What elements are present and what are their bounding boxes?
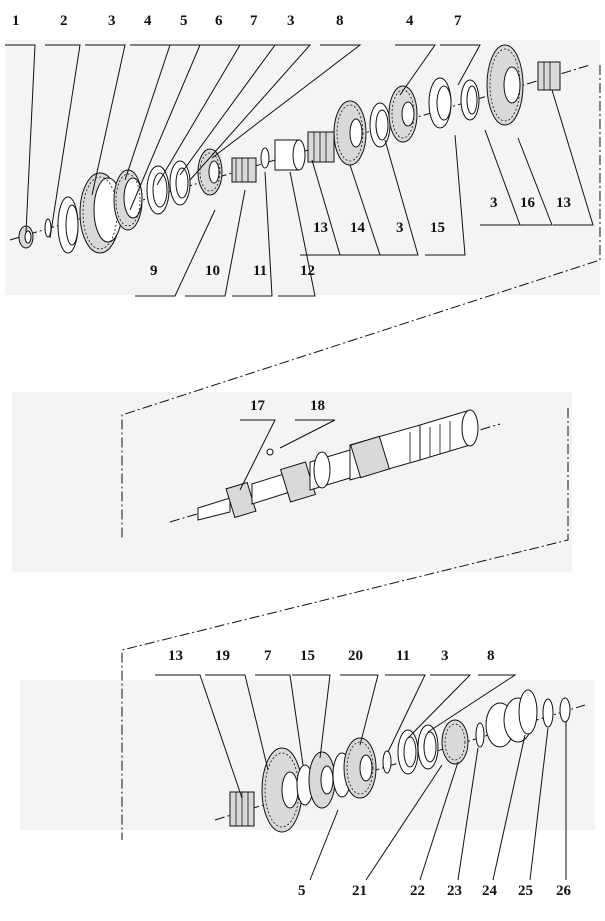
callout-label: 17 [250, 398, 266, 414]
synchro-sleeve [146, 165, 170, 215]
needle-bearing [231, 157, 257, 183]
synchronizer-hub-cluster [113, 169, 143, 231]
synchro-ring-2 [169, 160, 191, 206]
helical-gear-20 [343, 737, 377, 799]
callout-label: 13 [168, 648, 183, 664]
callout-label: 7 [454, 13, 462, 29]
synchro-hub-bottom [308, 751, 336, 809]
circlip [542, 698, 554, 728]
callout-label: 1 [12, 13, 20, 29]
callout-label: 7 [264, 648, 272, 664]
callout-label: 21 [352, 883, 367, 899]
callout-label: 19 [215, 648, 230, 664]
synchro-ring-bottom-3 [417, 724, 439, 770]
snap-ring-bottom [382, 750, 392, 774]
callout-label: 6 [215, 13, 223, 29]
top-upper-callouts: 1 2 3 4 5 6 7 3 8 4 7 [12, 13, 462, 29]
callout-label: 5 [180, 13, 188, 29]
synchro-ring-4 [460, 79, 480, 121]
middle-callouts: 17 18 [250, 398, 325, 414]
callout-label: 3 [108, 13, 116, 29]
spacer-sleeve [274, 139, 306, 171]
synchro-ring-bottom-2 [397, 729, 419, 775]
callout-label: 14 [350, 220, 366, 236]
needle-bearing-3 [537, 61, 561, 91]
top-shaft-assembly [18, 44, 561, 254]
ball-detent [266, 448, 274, 456]
bottom-upper-leaders [155, 674, 517, 799]
callout-label: 7 [250, 13, 258, 29]
callout-label: 4 [406, 13, 414, 29]
callout-label: 12 [300, 263, 315, 279]
helical-gear-small [197, 148, 223, 196]
synchro-hub-2 [388, 85, 418, 143]
callout-label: 18 [310, 398, 325, 414]
callout-label: 3 [441, 648, 449, 664]
callout-label: 15 [430, 220, 445, 236]
callout-label: 5 [298, 883, 306, 899]
callout-label: 20 [348, 648, 363, 664]
callout-label: 3 [490, 195, 498, 211]
main-shaft [197, 409, 479, 521]
callout-label: 9 [150, 263, 158, 279]
top-lower-callouts: 9 10 11 12 13 14 3 15 3 16 13 [150, 195, 571, 279]
helical-gear-14 [333, 100, 367, 166]
callout-label: 13 [313, 220, 328, 236]
middle-leaders [239, 419, 336, 491]
top-lower-leaders [135, 89, 594, 297]
bottom-upper-callouts: 13 19 7 15 20 11 3 8 [168, 648, 495, 664]
synchro-ring [57, 196, 79, 254]
small-needle-bearing [18, 225, 34, 249]
helical-gear-22 [441, 719, 469, 765]
callout-label: 24 [482, 883, 498, 899]
callout-label: 3 [396, 220, 404, 236]
callout-label: 8 [487, 648, 495, 664]
helical-gear-16 [486, 44, 524, 126]
callout-label: 22 [410, 883, 425, 899]
bottom-lower-callouts: 5 21 22 23 24 25 26 [298, 883, 572, 899]
callout-label: 13 [556, 195, 571, 211]
callout-label: 4 [144, 13, 152, 29]
bottom-lower-leaders [309, 722, 567, 881]
bearing-race [518, 689, 538, 735]
needle-bearing-2 [307, 131, 335, 163]
callout-label: 3 [287, 13, 295, 29]
needle-bearing-bottom [229, 791, 255, 827]
callout-label: 15 [300, 648, 315, 664]
thrust-washer-bottom [475, 722, 485, 748]
snap-ring [260, 147, 270, 169]
synchro-ring-3 [369, 102, 391, 148]
callout-label: 16 [520, 195, 536, 211]
callout-label: 10 [205, 263, 220, 279]
callout-label: 8 [336, 13, 344, 29]
callout-label: 23 [447, 883, 462, 899]
callout-label: 25 [518, 883, 533, 899]
bottom-shaft-assembly [229, 689, 571, 833]
callout-label: 11 [253, 263, 267, 279]
synchro-sleeve-2 [428, 77, 452, 129]
top-upper-leaders [5, 44, 481, 239]
thrust-washer [44, 218, 52, 238]
callout-label: 2 [60, 13, 68, 29]
callout-label: 26 [556, 883, 572, 899]
callout-label: 11 [396, 648, 410, 664]
end-washer [559, 697, 571, 723]
helical-gear-19 [261, 747, 303, 833]
